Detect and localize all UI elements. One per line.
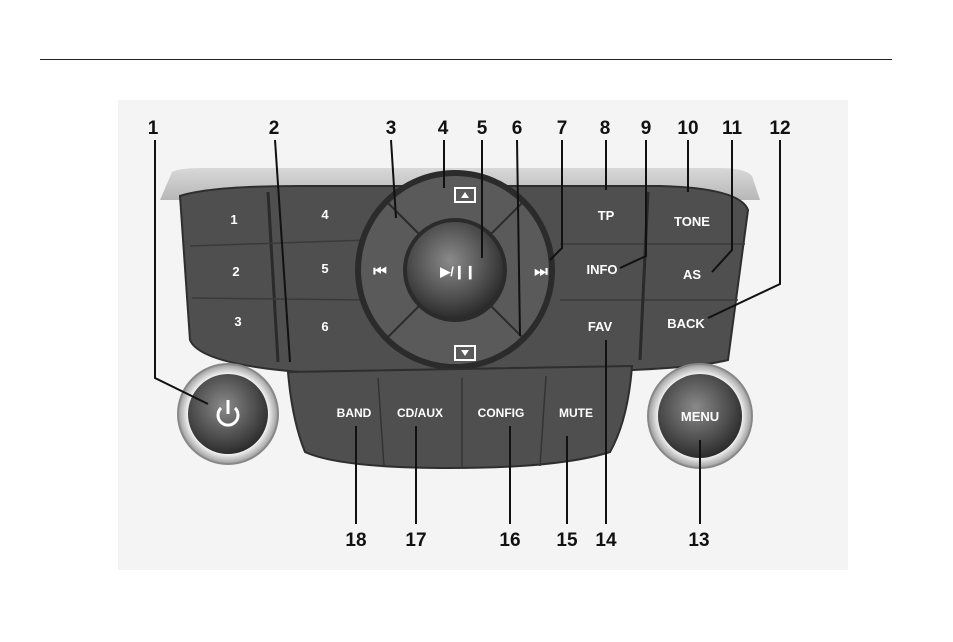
config-button[interactable]: CONFIG [478,406,525,420]
callout-15: 15 [556,530,578,551]
callout-8: 8 [600,118,611,139]
preset-6-label[interactable]: 6 [321,319,328,334]
play-pause-label: ▶/❙❙ [439,264,475,280]
info-button[interactable]: INFO [586,262,617,277]
fav-button[interactable]: FAV [588,319,613,334]
callout-3: 3 [386,118,397,139]
preset-5-label[interactable]: 5 [321,261,328,276]
preset-3-label[interactable]: 3 [234,314,241,329]
callout-1: 1 [148,118,159,139]
callout-9: 9 [641,118,652,139]
back-button[interactable]: BACK [667,316,705,331]
as-button[interactable]: AS [683,267,701,282]
cd-aux-button[interactable]: CD/AUX [397,406,443,420]
preset-2-label[interactable]: 2 [232,264,239,279]
callout-2: 2 [269,118,280,139]
callout-7: 7 [557,118,568,139]
tp-button[interactable]: TP [598,208,615,223]
preset-4-label[interactable]: 4 [321,207,329,222]
callout-10: 10 [677,118,698,139]
mute-button[interactable]: MUTE [559,406,593,420]
callout-16: 16 [499,530,520,551]
callout-6: 6 [512,118,523,139]
callout-4: 4 [438,118,449,139]
band-button[interactable]: BAND [337,406,372,420]
callout-13: 13 [688,530,709,551]
callout-12: 12 [769,118,790,139]
callout-11: 11 [722,118,743,139]
callout-14: 14 [595,530,617,551]
seek-back-icon[interactable]: ⏮ [373,263,387,280]
callout-17: 17 [405,530,426,551]
callout-5: 5 [477,118,488,139]
preset-1-label[interactable]: 1 [230,212,237,227]
menu-knob-label: MENU [681,409,719,424]
seek-forward-icon[interactable]: ⏭ [534,263,548,280]
callout-18: 18 [345,530,366,551]
tone-button[interactable]: TONE [674,214,710,229]
